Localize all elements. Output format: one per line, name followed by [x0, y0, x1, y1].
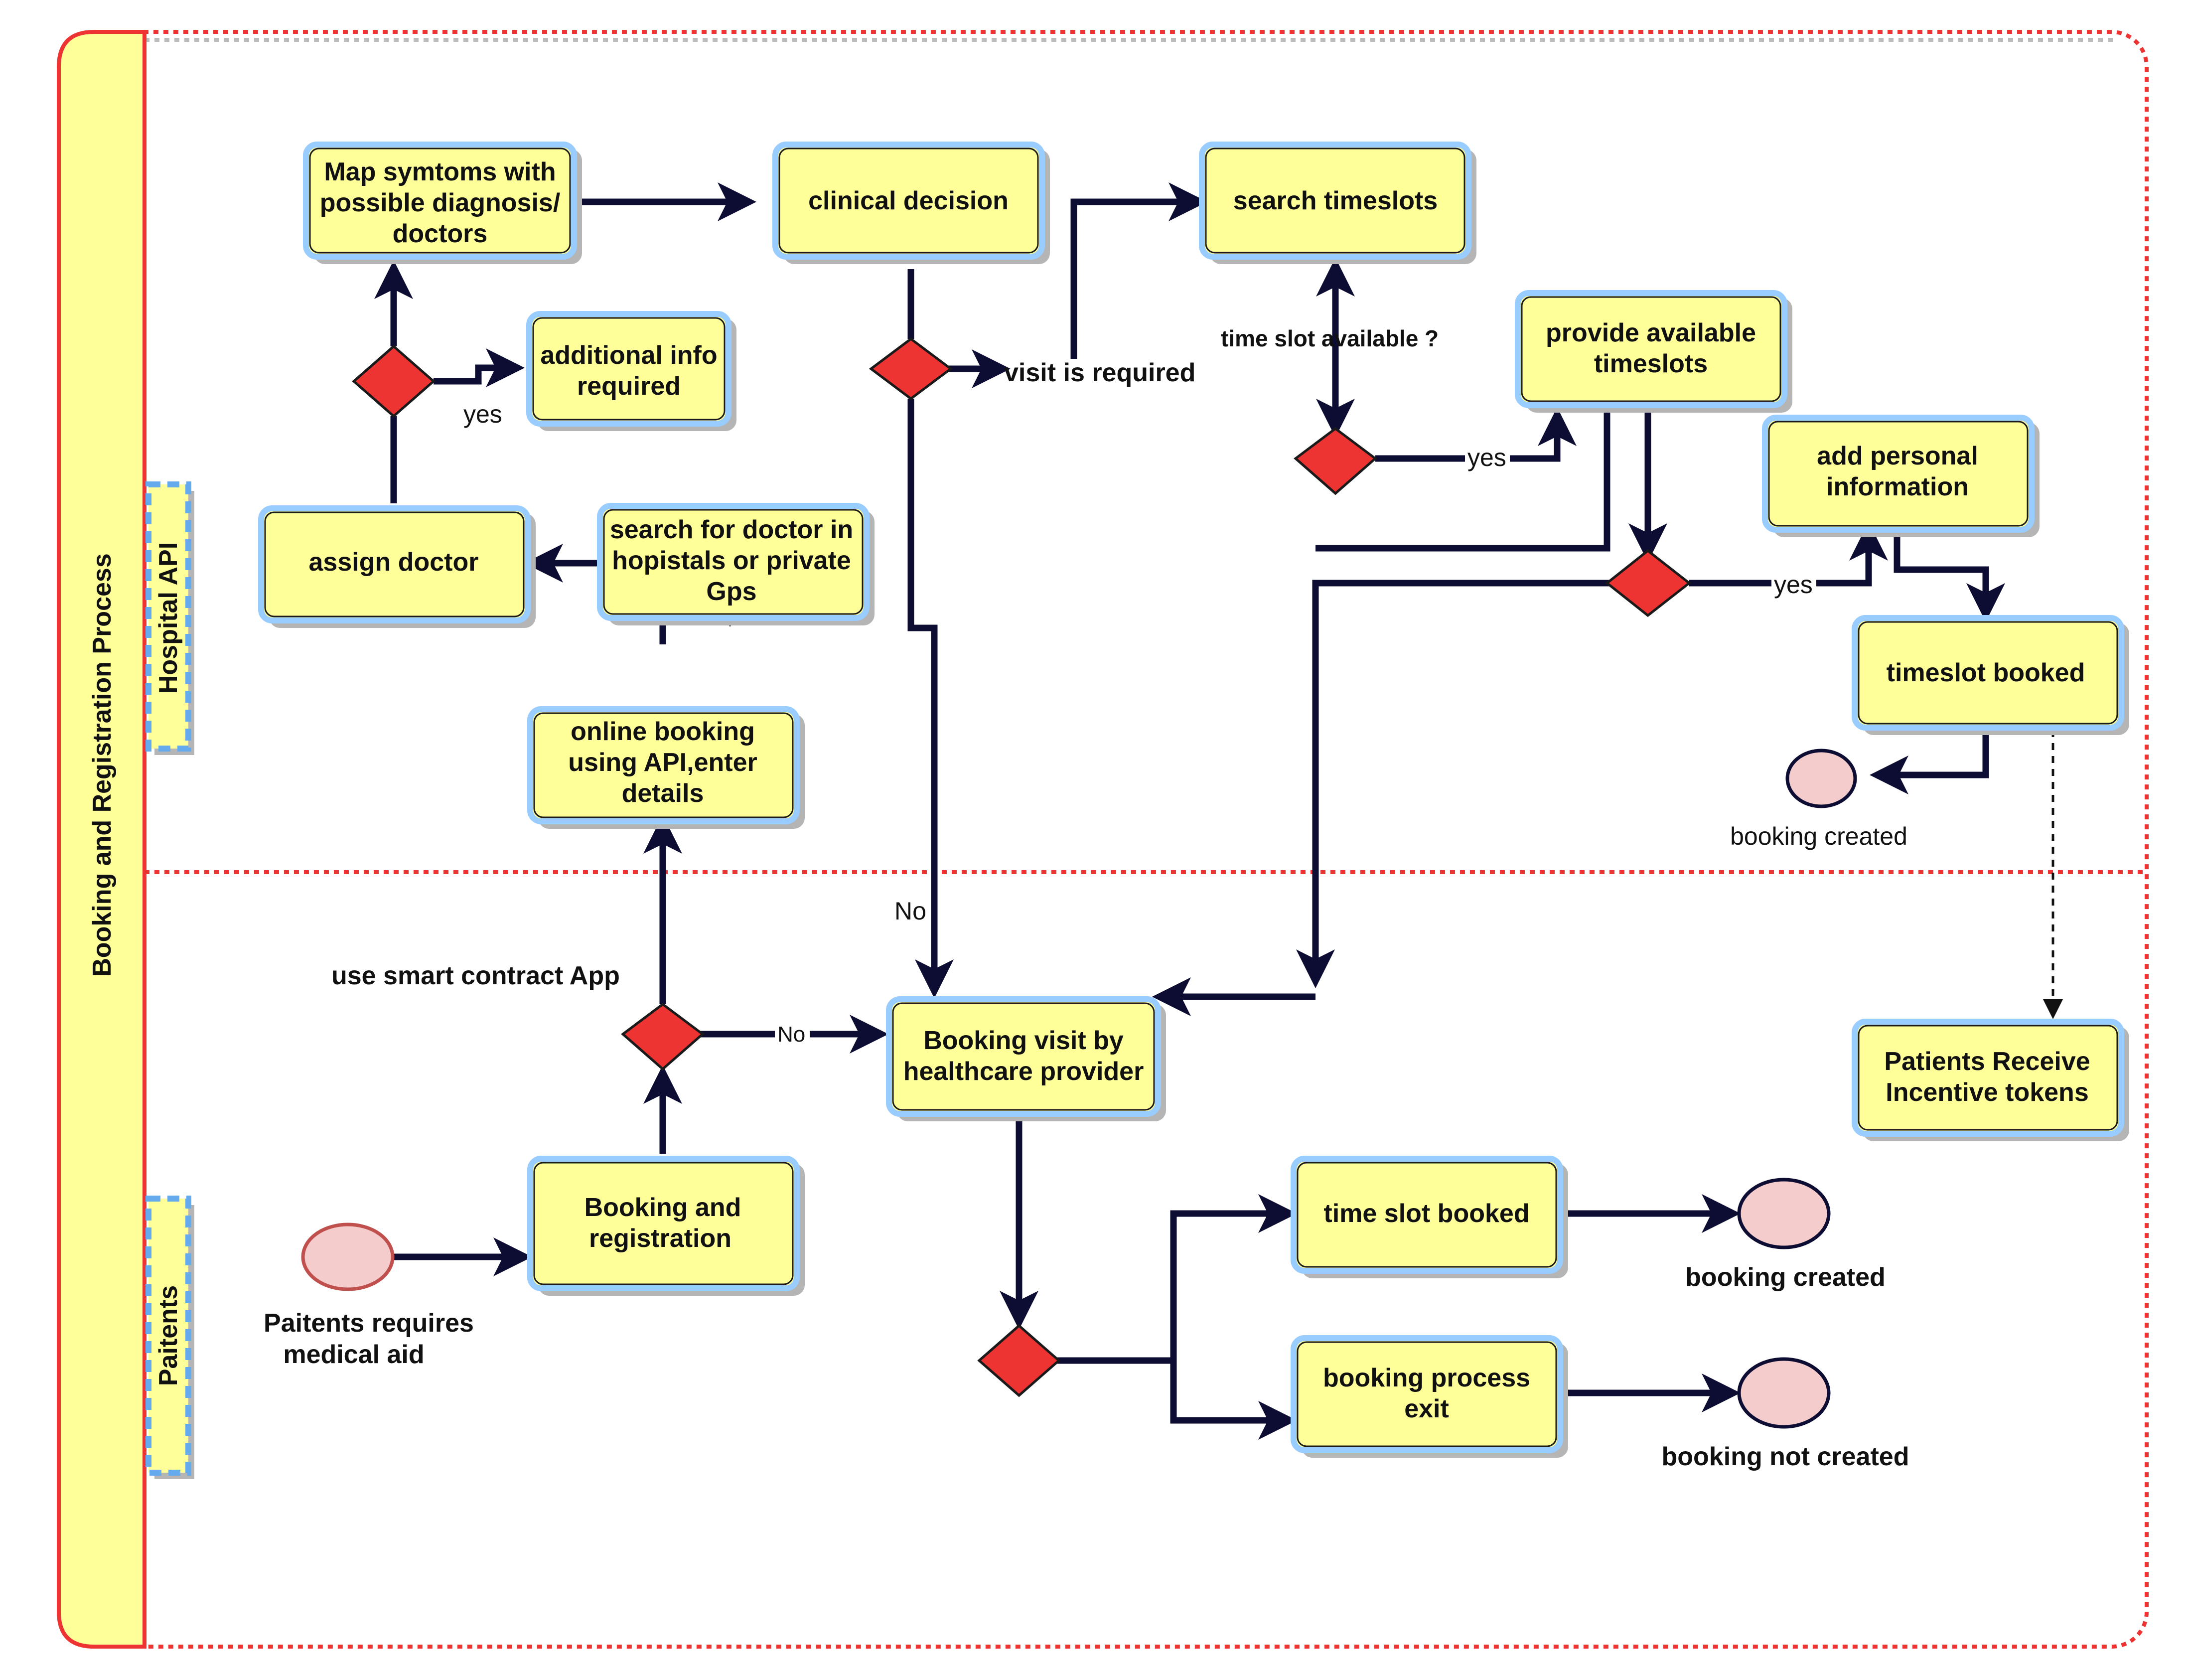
lane-hospital-api: Hospital API [146, 481, 194, 755]
task-provide-timeslots[interactable]: provide available timeslots [1515, 290, 1792, 413]
event-labels: Paitents requires medical aid booking cr… [264, 822, 1909, 1471]
end-event-created-label: booking created [1685, 1263, 1886, 1292]
task-label: time slot booked [1323, 1199, 1529, 1228]
task-additional-info[interactable]: additional info required [526, 311, 736, 431]
task-label: timeslots [1594, 349, 1708, 378]
task-search-doctor[interactable]: search for doctor in hopistals or privat… [597, 503, 875, 625]
task-add-personal-info[interactable]: add personal information [1762, 415, 2040, 537]
task-label: online booking [571, 717, 755, 746]
task-label: assign doctor [309, 548, 479, 577]
gateway-clinical [869, 337, 953, 401]
label-no-booking: No [777, 1022, 805, 1047]
end-event-api[interactable] [1785, 749, 1857, 808]
start-event[interactable] [301, 1222, 395, 1291]
label-no-visit: No [894, 897, 926, 925]
events [301, 749, 1857, 1429]
gateway-smart-contract [621, 1002, 705, 1071]
label-yes-personal: yes [1774, 571, 1813, 599]
task-search-timeslots[interactable]: search timeslots [1199, 142, 1476, 264]
task-label: Incentive tokens [1886, 1078, 2088, 1107]
task-assign-doctor[interactable]: assign doctor [258, 505, 536, 628]
pool-title: Booking and Registration Process [88, 553, 117, 977]
task-timeslot-booked[interactable]: timeslot booked [1852, 615, 2129, 735]
task-label: using API,enter [568, 748, 757, 777]
task-label: Patients Receive [1884, 1047, 2090, 1076]
start-event-label: Paitents requires [264, 1309, 474, 1338]
task-label: Booking and [584, 1193, 741, 1222]
lane-label-patients: Paitents [154, 1285, 183, 1386]
task-label: provide available [1546, 318, 1756, 347]
label-visit-required: visit is required [1004, 358, 1195, 387]
task-label: timeslot booked [1887, 658, 2085, 687]
start-event-label: medical aid [283, 1340, 424, 1369]
task-label: registration [589, 1224, 731, 1253]
task-online-booking[interactable]: online booking using API,enter details [527, 706, 805, 829]
task-label: information [1826, 472, 1969, 501]
flow-labels: yes visit is required time slot availabl… [331, 325, 1816, 1047]
gateway-timeslot-available [1294, 427, 1377, 495]
gateways [352, 337, 1692, 1397]
task-clinical-decision[interactable]: clinical decision [772, 142, 1050, 264]
task-label: Map symtoms with [324, 157, 556, 186]
task-label: hopistals or private [612, 546, 851, 575]
task-label: healthcare provider [903, 1057, 1144, 1086]
end-event-not-created-label: booking not created [1662, 1442, 1909, 1471]
gateway-booking-result [977, 1324, 1061, 1397]
task-label: Gps [706, 577, 756, 606]
task-booking-visit[interactable]: Booking visit by healthcare provider [886, 996, 1166, 1121]
task-label: details [622, 779, 704, 808]
task-label: additional info [540, 341, 717, 370]
task-label: booking process [1323, 1364, 1530, 1392]
pool-header: Booking and Registration Process [57, 30, 146, 1649]
end-event-not-created[interactable] [1737, 1357, 1831, 1429]
end-event-api-label: booking created [1730, 822, 1907, 850]
task-label: clinical decision [808, 186, 1009, 215]
label-time-slot-available: time slot available ? [1221, 325, 1439, 351]
task-label: search timeslots [1233, 186, 1438, 215]
task-label: exit [1404, 1394, 1449, 1423]
task-map-symptoms[interactable]: Map symtoms with possible diagnosis/ doc… [303, 142, 582, 264]
task-label: possible diagnosis/ [320, 188, 561, 217]
task-label: Booking visit by [923, 1026, 1124, 1055]
task-label: add personal [1817, 442, 1978, 470]
task-label: search for doctor in [610, 515, 853, 544]
label-yes-additional: yes [463, 400, 502, 428]
end-event-created[interactable] [1737, 1178, 1831, 1249]
sequence-flows [374, 182, 2063, 1440]
lane-label-hospital-api: Hospital API [154, 542, 183, 694]
label-use-app: use smart contract App [331, 961, 620, 990]
lane-patients: Paitents [146, 1196, 194, 1479]
task-label: doctors [393, 219, 488, 248]
task-booking-registration[interactable]: Booking and registration [527, 1156, 805, 1296]
task-booking-exit[interactable]: booking process exit [1291, 1335, 1568, 1458]
label-yes-provide: yes [1467, 444, 1506, 471]
gateway-select-timeslot [1605, 549, 1692, 617]
task-incentive-tokens[interactable]: Patients Receive Incentive tokens [1852, 1019, 2129, 1141]
task-label: required [577, 372, 681, 401]
gateway-diagnosis [352, 344, 436, 418]
task-time-slot-booked[interactable]: time slot booked [1291, 1156, 1568, 1278]
tasks: Map symtoms with possible diagnosis/ doc… [258, 142, 2129, 1458]
